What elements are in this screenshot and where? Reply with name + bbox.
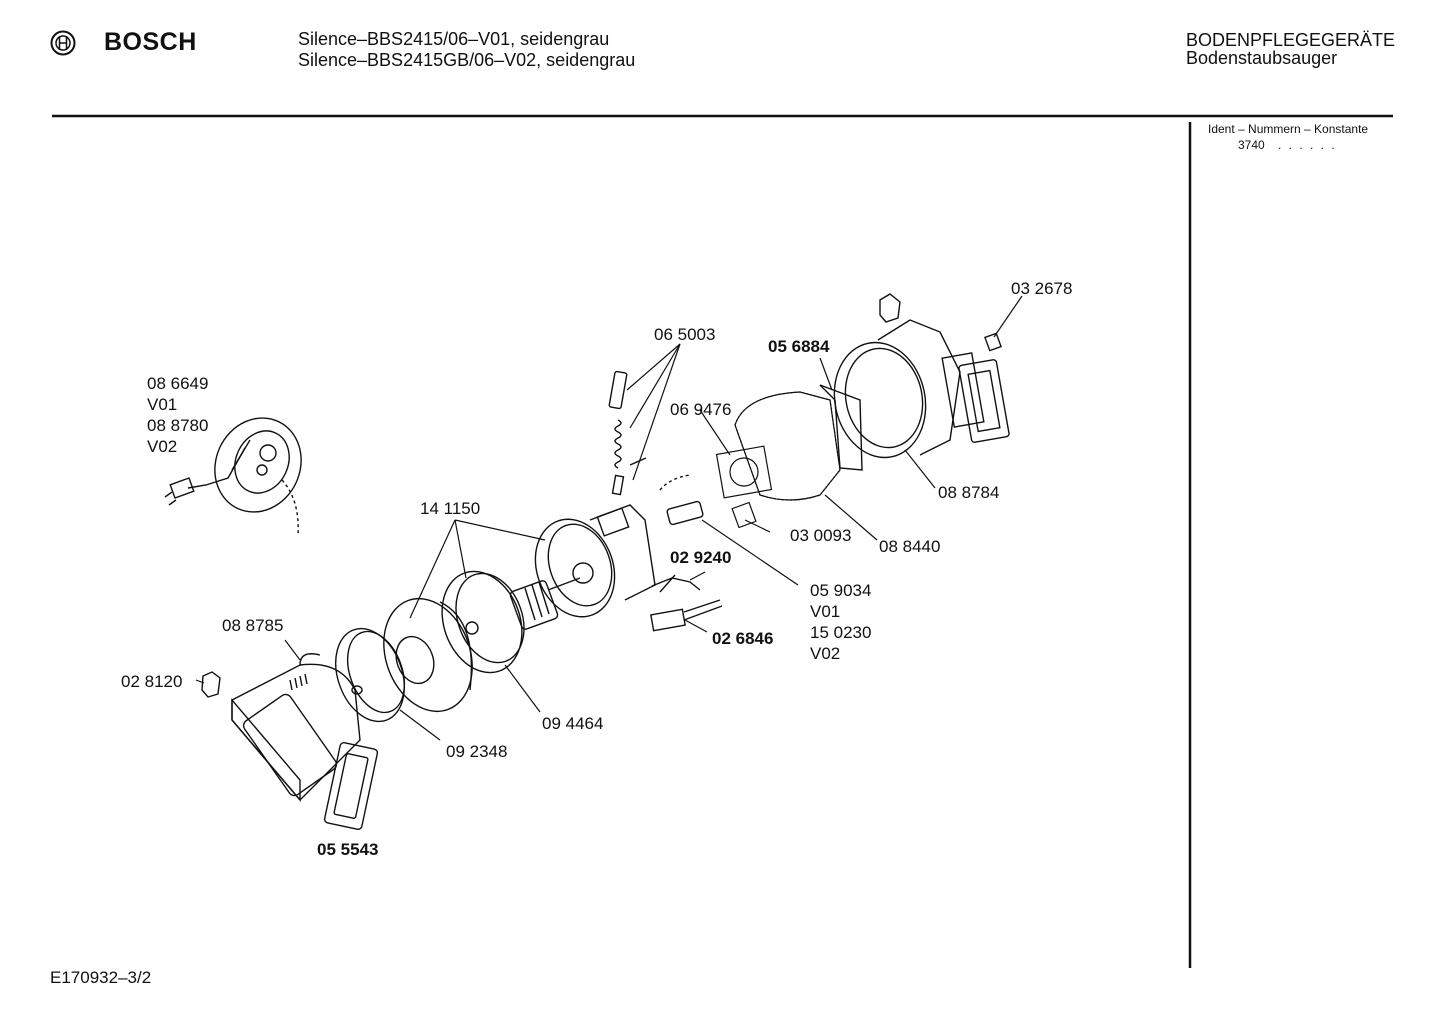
- brand-name: BOSCH: [104, 28, 197, 56]
- armature-part: [509, 577, 581, 630]
- ident-value: 3740: [1238, 138, 1265, 152]
- bosch-logo-icon: [50, 30, 76, 56]
- clip-part: [201, 671, 221, 698]
- category-subtitle: Bodenstaubsauger: [1186, 48, 1338, 68]
- filter-frame-part: [323, 741, 379, 831]
- housing-front-part: [231, 653, 363, 802]
- part-label: 08 8780: [147, 416, 209, 435]
- impeller-part: [441, 570, 525, 674]
- model-line-1: Silence–BBS2415/06–V01, seidengrau: [298, 29, 610, 49]
- variant-label: V02: [810, 644, 841, 663]
- fan-cover-part: [383, 597, 473, 713]
- part-label: 15 0230: [810, 623, 872, 642]
- part-label: 02 9240: [670, 548, 732, 567]
- part-label: 06 9476: [670, 400, 732, 419]
- bracket-part: [879, 293, 901, 323]
- part-label: 08 6649: [147, 374, 209, 393]
- part-label: 14 1150: [420, 499, 481, 518]
- part-label: 02 6846: [712, 629, 774, 648]
- category-title: BODENPFLEGEGERÄTE: [1186, 30, 1396, 50]
- ident-title: Ident – Nummern – Konstante: [1208, 122, 1369, 136]
- part-label: 03 0093: [790, 526, 852, 545]
- part-label: 09 4464: [542, 714, 604, 733]
- seal-part: [819, 384, 863, 471]
- variant-label: V01: [810, 602, 841, 621]
- part-label: 06 5003: [654, 325, 716, 344]
- part-label: 08 8784: [938, 483, 1000, 502]
- switch-part: [608, 370, 647, 496]
- part-label: 05 5543: [317, 840, 379, 859]
- leader-lines: [195, 295, 1023, 741]
- ident-dots: . . . . . .: [1278, 138, 1337, 152]
- capacitor-part: [659, 474, 704, 526]
- filter-block-part: [650, 599, 723, 632]
- ring-seal-part: [335, 627, 406, 723]
- part-label: 02 8120: [121, 672, 183, 691]
- variant-label: V02: [147, 437, 178, 456]
- small-clip-part: [984, 332, 1002, 352]
- spring-clip-part: [651, 574, 701, 593]
- part-label: 08 8440: [879, 537, 941, 556]
- part-label: 05 6884: [768, 337, 830, 356]
- part-label: 05 9034: [810, 581, 872, 600]
- document-code: E170932–3/2: [50, 968, 152, 987]
- rear-housing-part: [833, 319, 1010, 459]
- motor-shell-part: [715, 391, 841, 529]
- model-line-2: Silence–BBS2415GB/06–V02, seidengrau: [298, 50, 636, 70]
- variant-label: V01: [147, 395, 178, 414]
- part-label: 03 2678: [1011, 279, 1073, 298]
- cord-reel-part: [164, 417, 302, 536]
- part-label: 08 8785: [222, 616, 284, 635]
- part-label: 09 2348: [446, 742, 508, 761]
- motor-housing-part: [534, 504, 656, 618]
